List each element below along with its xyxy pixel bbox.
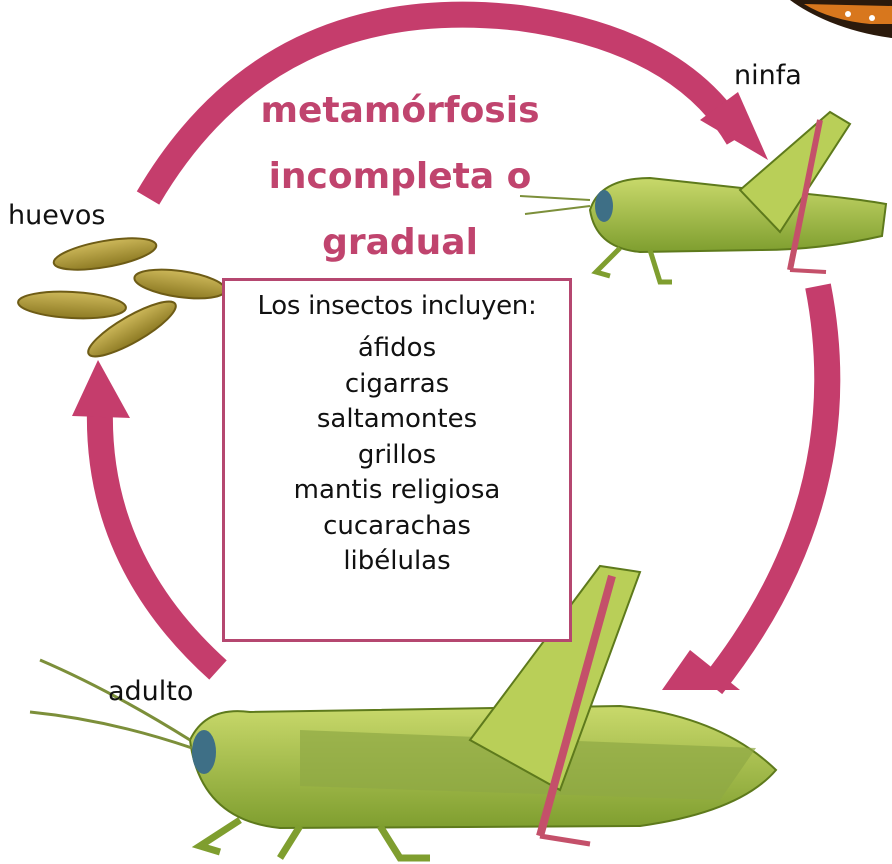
stage-label-eggs: huevos — [8, 200, 105, 231]
butterfly-wing-icon — [790, 0, 892, 38]
diagram-title: metamórfosis incompleta o gradual — [230, 78, 570, 276]
egg-icon — [17, 232, 227, 365]
stage-label-nymph: ninfa — [734, 60, 802, 91]
insect-examples-heading: Los insectos incluyen: — [225, 291, 569, 321]
list-item: áfidos — [225, 331, 569, 367]
title-line-3: gradual — [230, 210, 570, 276]
insect-examples-box: Los insectos incluyen: áfidos cigarras s… — [222, 278, 572, 642]
list-item: cucarachas — [225, 509, 569, 545]
list-item: libélulas — [225, 544, 569, 580]
list-item: saltamontes — [225, 402, 569, 438]
grasshopper-nymph-icon — [520, 112, 886, 282]
title-line-2: incompleta o — [230, 144, 570, 210]
title-line-1: metamórfosis — [230, 78, 570, 144]
list-item: grillos — [225, 438, 569, 474]
insect-examples-list: áfidos cigarras saltamontes grillos mant… — [225, 331, 569, 580]
stage-label-adult: adulto — [108, 676, 193, 707]
list-item: cigarras — [225, 367, 569, 403]
list-item: mantis religiosa — [225, 473, 569, 509]
